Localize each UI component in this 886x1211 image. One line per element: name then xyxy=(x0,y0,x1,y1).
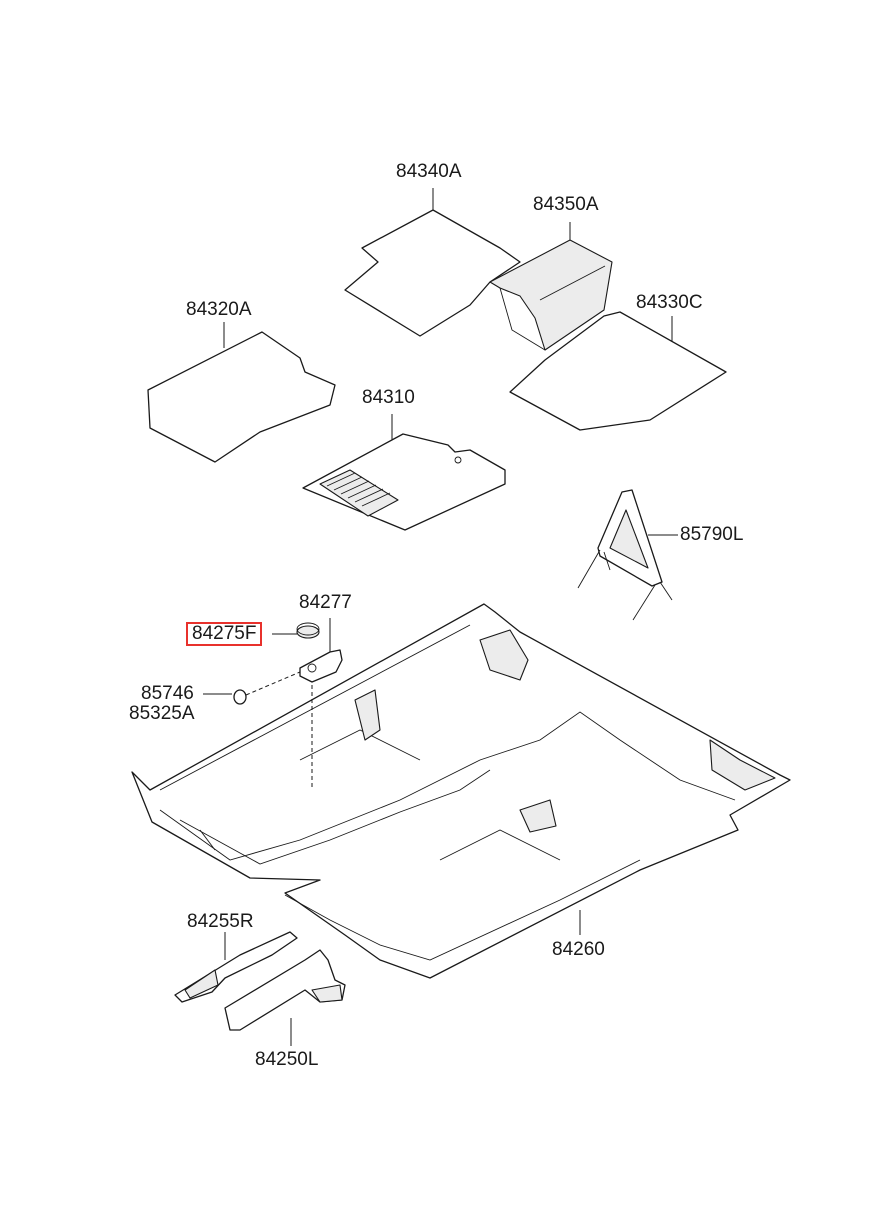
label-84330C[interactable]: 84330C xyxy=(636,292,703,313)
mat-84330C xyxy=(509,311,727,431)
mat-84340A xyxy=(344,188,521,337)
screw-85746 xyxy=(203,671,313,790)
label-84350A[interactable]: 84350A xyxy=(533,194,599,215)
label-84277[interactable]: 84277 xyxy=(299,592,352,613)
label-85790L[interactable]: 85790L xyxy=(680,524,744,545)
label-84340A[interactable]: 84340A xyxy=(396,161,462,182)
label-84255R[interactable]: 84255R xyxy=(187,911,254,932)
label-84260[interactable]: 84260 xyxy=(552,939,605,960)
label-84310[interactable]: 84310 xyxy=(362,387,415,408)
grommet-84275F xyxy=(272,622,320,639)
mat-84350A xyxy=(489,222,613,351)
label-85325A[interactable]: 85325A xyxy=(129,703,195,724)
mat-84320A xyxy=(147,322,336,463)
pad-84250L xyxy=(224,949,346,1046)
label-84250L[interactable]: 84250L xyxy=(255,1049,319,1070)
mat-84310 xyxy=(302,414,506,531)
label-84275F-highlighted[interactable]: 84275F xyxy=(186,622,263,646)
label-84320A[interactable]: 84320A xyxy=(186,299,252,320)
pad-84255R xyxy=(174,931,298,1003)
warning-triangle-85790L xyxy=(577,489,678,621)
clip-84277 xyxy=(299,618,343,683)
label-85746[interactable]: 85746 xyxy=(141,683,194,704)
floor-carpet-84260 xyxy=(131,603,791,979)
